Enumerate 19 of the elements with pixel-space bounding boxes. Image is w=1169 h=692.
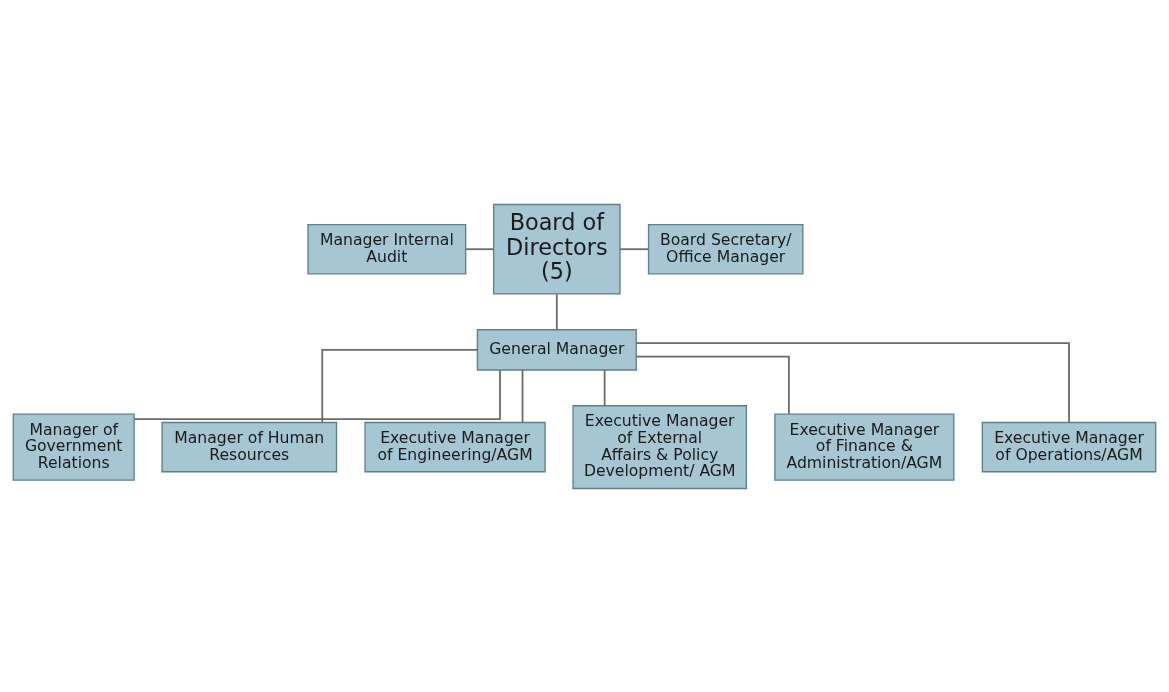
node-box: Manager Internal Audit xyxy=(307,223,467,274)
node-box: Board Secretary/ Office Manager xyxy=(647,223,804,274)
connector xyxy=(555,292,558,330)
node-box: Manager of Government Relations xyxy=(12,413,135,481)
node-box: Executive Manager of External Affairs & Policy Development/ AGM xyxy=(572,404,748,489)
node-box: Executive Manager of Finance & Administration/AGM xyxy=(774,413,955,481)
connector xyxy=(635,341,1070,423)
connector xyxy=(619,247,650,250)
connector xyxy=(464,247,495,250)
node-box: Manager of Human Resources xyxy=(161,421,338,472)
node-box: Executive Manager of Operations/AGM xyxy=(981,421,1157,472)
node-box: Board of Directors (5) xyxy=(492,203,621,295)
node-box: General Manager xyxy=(476,328,637,371)
connector xyxy=(321,348,479,423)
connector xyxy=(521,368,524,423)
connector xyxy=(635,355,790,415)
connector xyxy=(133,368,501,420)
connector xyxy=(603,368,606,407)
node-box: Executive Manager of Engineering/AGM xyxy=(364,421,546,472)
